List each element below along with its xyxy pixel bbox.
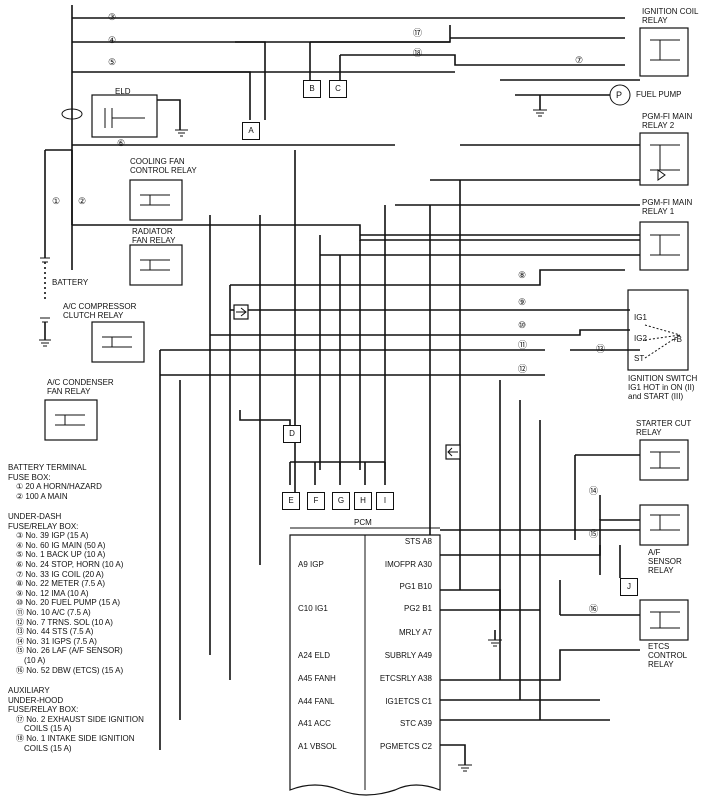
pcm-pin-a24: A24 ELD (298, 651, 331, 660)
connector-j: J (620, 578, 638, 596)
connector-b: B (303, 80, 321, 98)
pcm-pin-a45: A45 FANH (298, 674, 336, 683)
fuse-10: ⑩ (518, 320, 527, 330)
connector-f: F (307, 492, 325, 510)
connector-e: E (282, 492, 300, 510)
connector-c: C (329, 80, 347, 98)
fuse-11: ⑪ (518, 340, 528, 350)
pcm-pin-a38: ETCSRLY A38 (379, 674, 432, 683)
legend-battery-box: BATTERY TERMINAL FUSE BOX: ① 20 A HORN/H… (8, 463, 102, 501)
fuse-16: ⑯ (589, 604, 599, 614)
pcm-pin-c1: IG1ETCS C1 (385, 697, 432, 706)
fuel-pump-symbol: P (616, 90, 623, 100)
fuse-13: ⑬ (596, 344, 606, 354)
pcm-pin-a44: A44 FANL (298, 697, 335, 706)
fuse-14: ⑭ (589, 486, 599, 496)
plus-b-terminal: +B (672, 335, 683, 344)
pcm-pin-a39: STC A39 (399, 719, 432, 728)
pcm-pin-a8: STS A8 (404, 537, 432, 546)
fuse-6: ⑥ (117, 138, 126, 148)
pcm-pin-a7: MRLY A7 (398, 628, 432, 637)
connector-g: G (332, 492, 350, 510)
connector-h: H (354, 492, 372, 510)
pcm-pin-b10: PG1 B10 (399, 582, 432, 591)
legend-aux-box: AUXILIARY UNDER-HOOD FUSE/RELAY BOX: ⑰ N… (8, 686, 144, 753)
pcm-title: PCM (354, 518, 372, 527)
fuse-12: ⑫ (518, 364, 528, 374)
pcm-pin-b1: PG2 B1 (403, 604, 432, 613)
fuse-5: ⑤ (108, 57, 117, 67)
ig1-terminal: IG1 (634, 313, 647, 322)
eld-label: ELD (115, 87, 131, 96)
fuel-pump-label: FUEL PUMP (636, 90, 682, 99)
fuse-3: ③ (108, 12, 117, 22)
fuse-9: ⑨ (518, 297, 527, 307)
pcm-pin-a30: IMOFPR A30 (384, 560, 432, 569)
fuse-17: ⑰ (413, 28, 423, 38)
pcm-pin-a1: A1 VBSOL (298, 742, 337, 751)
fuse-8: ⑧ (518, 270, 527, 280)
ig2-terminal: IG2 (634, 334, 647, 343)
legend-underdash-box: UNDER-DASH FUSE/RELAY BOX: ③ No. 39 IGP … (8, 512, 124, 675)
pcm-pin-c10: C10 IG1 (298, 604, 328, 613)
st-terminal: ST (634, 354, 645, 363)
fuse-18: ⑱ (413, 48, 423, 58)
fuse-7: ⑦ (575, 55, 584, 65)
fuse-15: ⑮ (589, 529, 599, 539)
battery-label: BATTERY (52, 278, 89, 287)
connector-i: I (376, 492, 394, 510)
connector-d: D (283, 425, 301, 443)
pcm-pin-a9: A9 IGP (298, 560, 324, 569)
connector-a: A (242, 122, 260, 140)
fuse-4: ④ (108, 35, 117, 45)
pcm-pin-a41: A41 ACC (298, 719, 331, 728)
fuse-1: ① (52, 196, 61, 206)
pcm-pin-c2: PGMETCS C2 (379, 742, 432, 751)
fuse-2: ② (78, 196, 87, 206)
pcm-pin-a49: SUBRLY A49 (384, 651, 432, 660)
